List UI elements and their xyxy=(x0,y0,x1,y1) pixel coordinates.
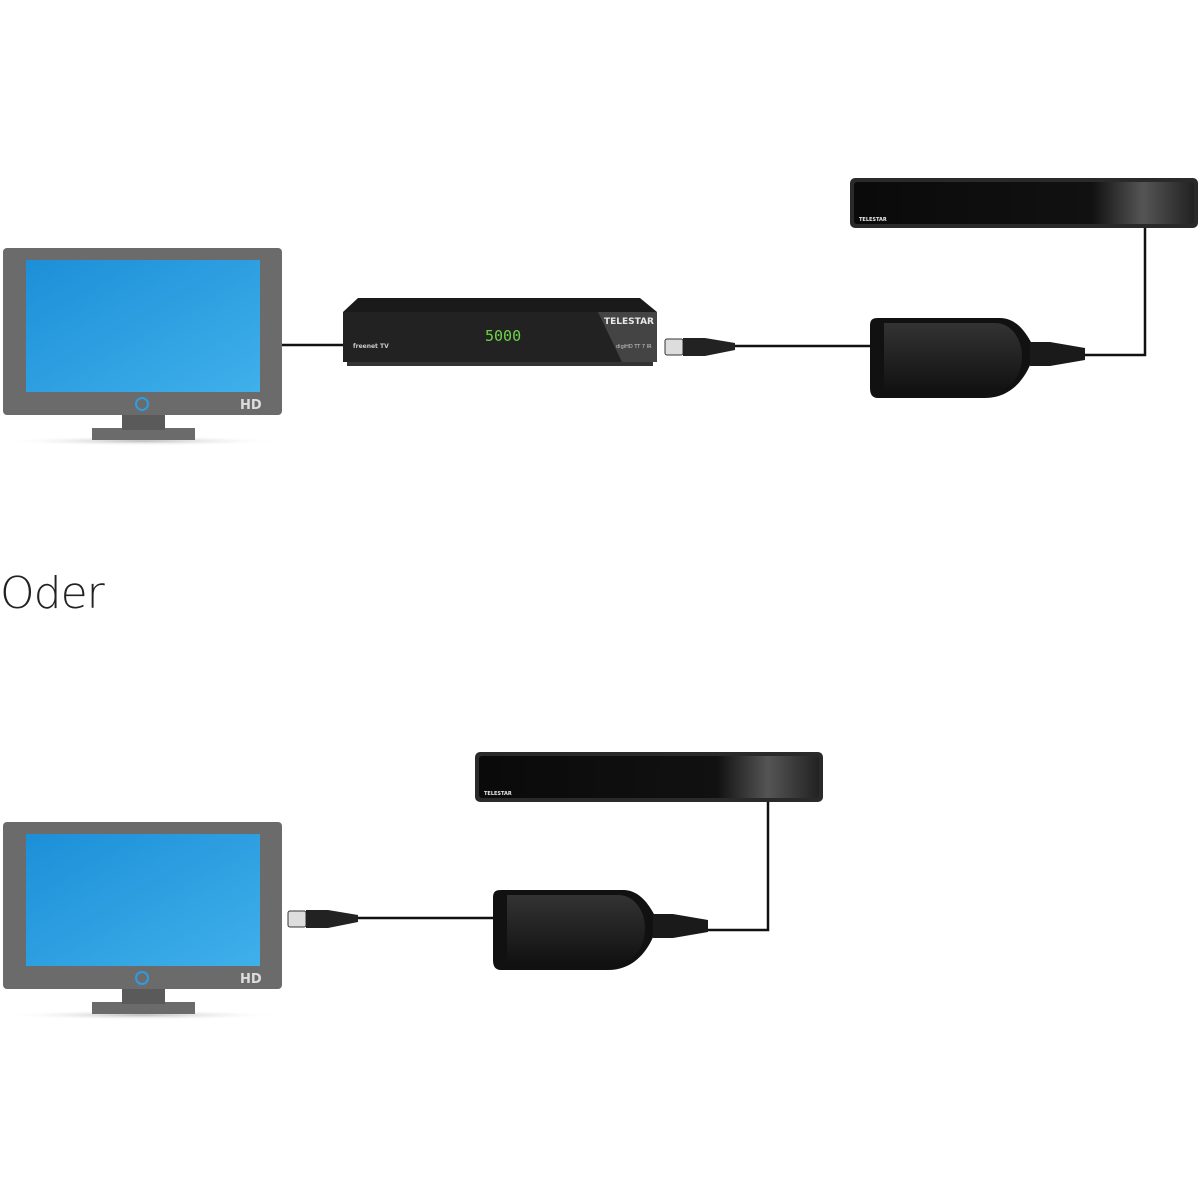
tv: HD xyxy=(2,248,282,446)
separator-text: Oder xyxy=(0,568,105,619)
receiver-left-label: freenet TV xyxy=(353,343,389,350)
antenna: TELESTAR xyxy=(475,752,823,802)
amplifier xyxy=(493,890,708,970)
tv-hd-label: HD xyxy=(240,398,262,413)
antenna-brand: TELESTAR xyxy=(859,217,887,223)
antenna: TELESTAR xyxy=(850,178,1198,228)
antenna-brand: TELESTAR xyxy=(484,791,512,797)
power-button-icon xyxy=(135,397,149,411)
tv-hd-label: HD xyxy=(240,972,262,987)
receiver-model: digiHD TT 7 IR xyxy=(616,344,652,350)
receiver-brand: TELESTAR xyxy=(604,317,654,327)
power-button-icon xyxy=(135,971,149,985)
tv-screen xyxy=(26,260,260,392)
receiver: 5000 TELESTAR freenet TV digiHD TT 7 IR xyxy=(343,298,657,366)
coax-plug xyxy=(287,910,358,928)
scenario-2: HD TELESTAR xyxy=(2,752,823,1020)
coax-plug xyxy=(664,338,735,356)
scenario-1: HD 5000 TELESTAR freenet TV digiHD TT 7 … xyxy=(2,178,1198,446)
receiver-display: 5000 xyxy=(485,327,521,345)
amplifier xyxy=(870,318,1085,398)
cable xyxy=(358,800,770,932)
tv-screen xyxy=(26,834,260,966)
tv: HD xyxy=(2,822,282,1020)
cable xyxy=(282,228,1147,357)
